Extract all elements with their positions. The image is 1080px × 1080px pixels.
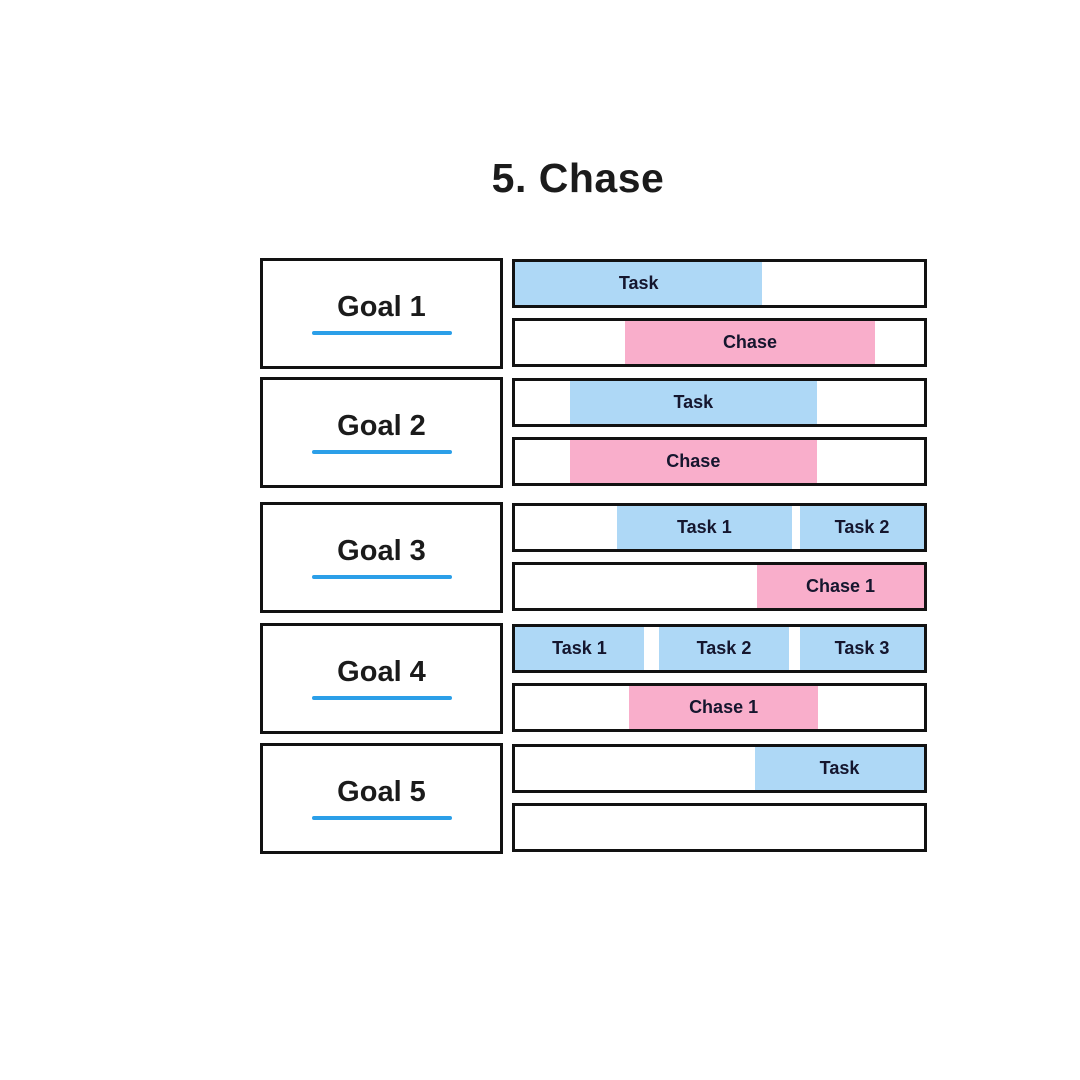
bar-label: Task 1 — [552, 638, 607, 658]
bar-label: Chase 1 — [806, 576, 876, 596]
bar-label: Chase — [666, 451, 721, 471]
goal-row: Goal 5 Task — [260, 743, 927, 854]
chase-bar: Chase — [569, 440, 817, 483]
chase-bar: Chase 1 — [629, 686, 819, 729]
goal-tracks: Task 1 Task 2 Chase 1 — [512, 502, 927, 613]
goal-tracks: Task — [512, 743, 927, 854]
goal-underline — [311, 575, 452, 580]
goal-underline — [311, 816, 452, 821]
task-bar: Task 1 — [616, 506, 792, 549]
bar-label: Task 3 — [834, 638, 890, 658]
goal-underline — [311, 696, 452, 701]
goal-box: Goal 5 — [260, 743, 503, 854]
task-track: Task 1 Task 2 Task 3 — [512, 624, 927, 673]
page-title: 5. Chase — [491, 155, 665, 201]
task-track: Task — [512, 744, 927, 793]
goal-box: Goal 4 — [260, 623, 503, 734]
chase-track: Chase 1 — [512, 562, 927, 611]
bar-label: Task — [673, 392, 714, 412]
goal-tracks: Task Chase — [512, 377, 927, 488]
goal-label: Goal 4 — [337, 655, 426, 688]
bar-label: Task 2 — [834, 517, 890, 537]
goal-label: Goal 3 — [337, 534, 426, 567]
task-bar: Task — [515, 262, 763, 305]
goal-row: Goal 2 Task Chase — [260, 377, 927, 488]
chase-track: Chase — [512, 318, 927, 367]
bar-label: Chase — [722, 332, 777, 352]
goal-underline — [311, 450, 452, 455]
task-bar: Task — [755, 747, 924, 790]
bar-label: Chase 1 — [689, 697, 759, 717]
goal-tracks: Task 1 Task 2 Task 3 Chase 1 — [512, 623, 927, 734]
goal-row: Goal 4 Task 1 Task 2 Task 3 Chase 1 — [260, 623, 927, 734]
chase-track: Chase 1 — [512, 683, 927, 732]
goal-underline — [311, 331, 452, 336]
task-bar: Task 2 — [800, 506, 924, 549]
chase-bar: Chase 1 — [757, 565, 924, 608]
chase-track: Chase — [512, 437, 927, 486]
goal-tracks: Task Chase — [512, 258, 927, 369]
task-bar: Task 3 — [800, 627, 924, 670]
goal-box: Goal 3 — [260, 502, 503, 613]
task-track: Task — [512, 378, 927, 427]
task-bar: Task — [569, 381, 817, 424]
goal-row: Goal 3 Task 1 Task 2 Chase 1 — [260, 502, 927, 613]
bar-label: Task 1 — [677, 517, 732, 537]
goal-label: Goal 2 — [337, 409, 426, 442]
bar-label: Task — [819, 758, 860, 778]
chase-track — [512, 803, 927, 852]
goal-row: Goal 1 Task Chase — [260, 258, 927, 369]
task-bar: Task 1 — [515, 627, 644, 670]
task-track: Task — [512, 259, 927, 308]
bar-label: Task — [618, 273, 659, 293]
goal-label: Goal 5 — [337, 775, 426, 808]
goal-box: Goal 1 — [260, 258, 503, 369]
bar-label: Task 2 — [696, 638, 752, 658]
task-bar: Task 2 — [658, 627, 789, 670]
chase-bar: Chase — [625, 321, 875, 364]
goal-box: Goal 2 — [260, 377, 503, 488]
goal-label: Goal 1 — [337, 290, 426, 323]
task-track: Task 1 Task 2 — [512, 503, 927, 552]
